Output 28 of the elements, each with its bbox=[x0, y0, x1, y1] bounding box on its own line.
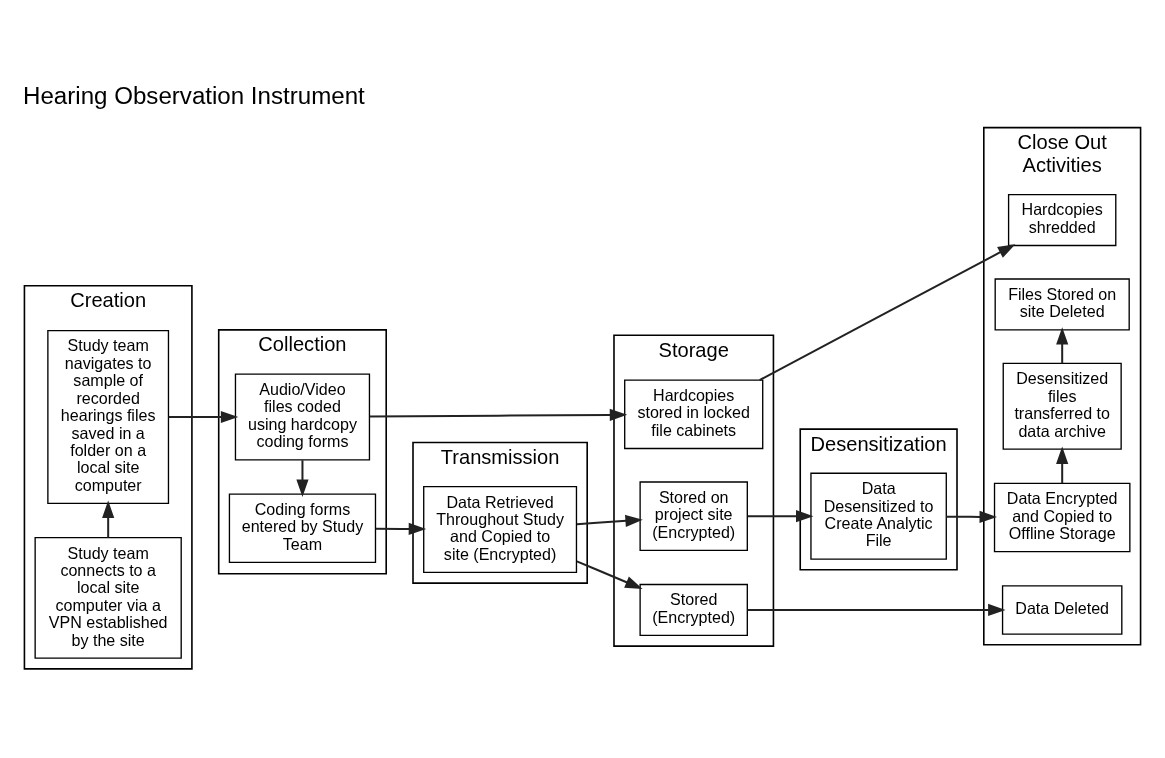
arrow bbox=[375, 522, 427, 535]
node-box: Data Desensitized to Create Analytic File bbox=[810, 472, 947, 560]
arrow bbox=[747, 603, 1006, 616]
arrow bbox=[759, 243, 1016, 381]
arrow bbox=[747, 509, 814, 522]
node-box: Files Stored on site Deleted bbox=[994, 277, 1130, 331]
node-box: Study team navigates to sample of recorded hearings files saved in a folder on a local site computer bbox=[47, 329, 170, 504]
node-box: Stored on project site (Encrypted) bbox=[639, 480, 748, 551]
arrow bbox=[1056, 326, 1069, 363]
arrow bbox=[296, 459, 309, 497]
arrow bbox=[168, 410, 239, 423]
node-box: Hardcopies shredded bbox=[1007, 193, 1117, 246]
diagram-title: Hearing Observation Instrument bbox=[23, 81, 365, 109]
arrow bbox=[576, 514, 643, 527]
arrow bbox=[369, 408, 628, 421]
node-box: Audio/Video files coded using hardcopy coding forms bbox=[234, 372, 371, 461]
node-box: Data Retrieved Throughout Study and Copied to site (Encrypted) bbox=[423, 485, 578, 573]
node-box: Hardcopies stored in locked file cabinets bbox=[624, 379, 764, 449]
node-box: Data Deleted bbox=[1001, 584, 1123, 635]
node-box: Coding forms entered by Study Team bbox=[228, 492, 377, 563]
arrow bbox=[576, 559, 643, 589]
arrow bbox=[1056, 446, 1069, 483]
node-box: Data Encrypted and Copied to Offline Storage bbox=[993, 482, 1131, 552]
arrow bbox=[102, 500, 115, 537]
node-box: Study team connects to a local site computer via a VPN established by the site bbox=[34, 536, 182, 659]
node-box: Desensitized files transferred to data archive bbox=[1002, 362, 1122, 450]
arrow bbox=[946, 510, 997, 523]
node-box: Stored (Encrypted) bbox=[639, 583, 748, 636]
